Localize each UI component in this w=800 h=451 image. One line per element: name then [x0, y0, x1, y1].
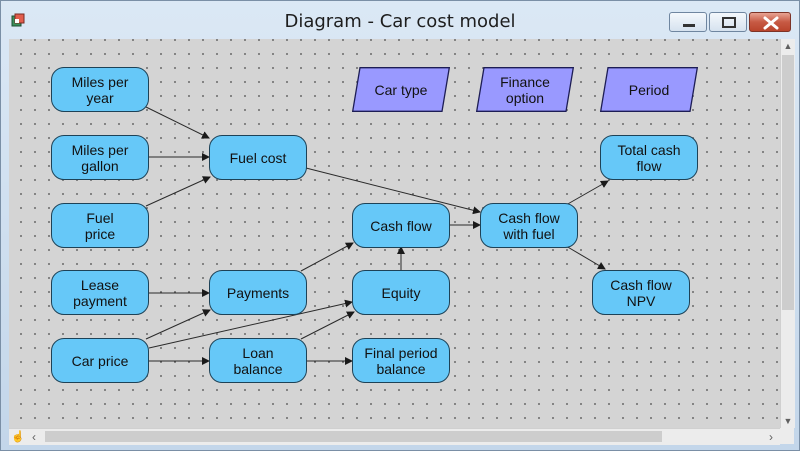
index-label: Finance option: [500, 73, 550, 106]
arrow-cash-flow-with-fuel-to-total-cash-flow: [565, 180, 609, 206]
node-car-price[interactable]: Car price: [51, 338, 149, 383]
maximize-icon: [722, 17, 736, 28]
index-period[interactable]: Period: [600, 67, 698, 112]
node-lease-payment[interactable]: Lease payment: [51, 270, 149, 315]
node-final-period-balance[interactable]: Final period balance: [352, 338, 450, 383]
index-parallelogram-shape: [600, 67, 698, 112]
window-title: Diagram - Car cost model: [284, 11, 516, 32]
arrow-car-price-to-payments: [145, 309, 211, 340]
node-cash-flow-with-fuel[interactable]: Cash flow with fuel: [480, 203, 578, 248]
horizontal-scroll-thumb[interactable]: [45, 431, 662, 442]
arrow-fuel-price-to-fuel-cost: [145, 176, 211, 207]
arrow-cash-flow-with-fuel-to-cash-flow-npv: [565, 245, 606, 270]
horizontal-scrollbar[interactable]: ☝ ‹ ›: [9, 428, 780, 445]
node-miles-per-gallon[interactable]: Miles per gallon: [51, 135, 149, 180]
node-fuel-price[interactable]: Fuel price: [51, 203, 149, 248]
title-bar[interactable]: Diagram - Car cost model: [1, 1, 799, 35]
diagram-canvas[interactable]: Miles per year Miles per gallon Fuel pri…: [9, 39, 780, 428]
node-equity[interactable]: Equity: [352, 270, 450, 315]
arrow-loan-balance-to-equity: [300, 311, 355, 340]
node-miles-per-year[interactable]: Miles per year: [51, 67, 149, 112]
pointer-tool-icon[interactable]: ☝: [11, 431, 25, 443]
scroll-down-icon[interactable]: ▼: [783, 416, 793, 426]
scroll-left-icon[interactable]: ‹: [32, 430, 36, 444]
index-car-type[interactable]: Car type: [352, 67, 450, 112]
vertical-scrollbar[interactable]: ▲ ▼: [780, 39, 795, 428]
index-label: Car type: [374, 81, 428, 98]
node-loan-balance[interactable]: Loan balance: [209, 338, 307, 383]
close-icon: [763, 16, 779, 30]
scrollbar-corner: [780, 428, 794, 444]
node-fuel-cost[interactable]: Fuel cost: [209, 135, 307, 180]
scroll-up-icon[interactable]: ▲: [783, 41, 793, 51]
index-parallelogram-shape: [476, 67, 574, 112]
vertical-scroll-thumb[interactable]: [782, 55, 794, 310]
scroll-right-icon[interactable]: ›: [769, 430, 773, 444]
node-total-cash-flow[interactable]: Total cash flow: [600, 135, 698, 180]
arrow-miles-per-year-to-fuel-cost: [145, 106, 210, 139]
node-payments[interactable]: Payments: [209, 270, 307, 315]
index-label: Period: [628, 81, 670, 98]
close-button[interactable]: [749, 12, 791, 32]
minimize-button[interactable]: [669, 12, 707, 32]
arrow-payments-to-cash-flow: [300, 242, 354, 272]
maximize-button[interactable]: [709, 12, 747, 32]
index-finance-option[interactable]: Finance option: [476, 67, 574, 112]
node-cash-flow-npv[interactable]: Cash flow NPV: [592, 270, 690, 315]
node-cash-flow[interactable]: Cash flow: [352, 203, 450, 248]
minimize-icon: [683, 24, 695, 27]
index-parallelogram-shape: [352, 67, 450, 112]
app-icon: [11, 13, 25, 27]
